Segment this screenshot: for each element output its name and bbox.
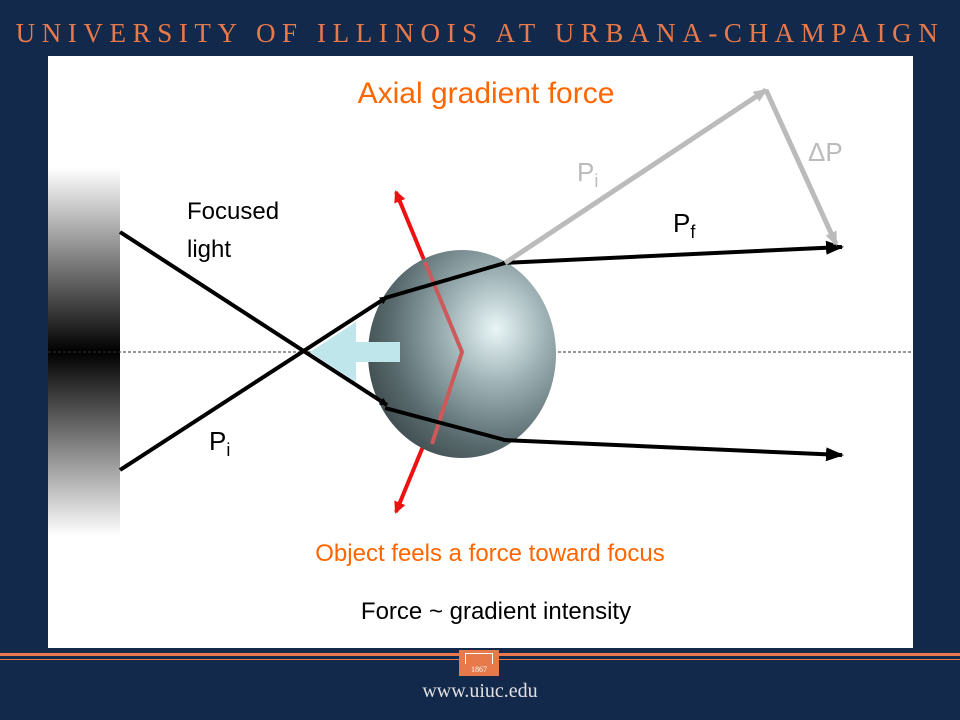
university-seal-icon: 1867 <box>459 650 499 676</box>
beam-refracted-lower <box>384 406 506 442</box>
label-pf-sub: f <box>690 222 696 242</box>
net-force-arrow <box>310 322 400 382</box>
beam-incoming-upper <box>118 230 389 407</box>
university-header: UNIVERSITY OF ILLINOIS AT URBANA-CHAMPAI… <box>15 18 945 48</box>
beam-incoming-lower <box>118 295 389 472</box>
label-pf-main: P <box>673 208 690 238</box>
label-pi-bottom: Pi <box>209 426 230 460</box>
label-pi-bottom-main: P <box>209 426 226 456</box>
label-pf: Pf <box>673 208 696 242</box>
label-pi-top-sub: i <box>594 171 598 191</box>
seal-frame <box>465 653 493 664</box>
momentum-delta-vector <box>763 88 839 246</box>
beam-refracted-upper <box>384 261 506 300</box>
label-delta-p: ΔP <box>808 137 843 167</box>
label-focused-line1: Focused <box>187 198 279 225</box>
beam-outgoing-upper <box>502 240 844 265</box>
label-focused-line2: light <box>187 236 231 263</box>
label-pi-top-main: P <box>577 157 594 187</box>
force-lines-inside <box>423 261 465 445</box>
seal-year: 1867 <box>471 665 487 674</box>
label-focused-light: Focused light <box>187 198 286 263</box>
footer-url: www.uiuc.edu <box>422 680 538 702</box>
slide-title: Axial gradient force <box>358 77 615 110</box>
beam-outgoing-lower <box>502 438 844 462</box>
label-pi-top: Pi <box>577 157 598 191</box>
momentum-pi-vector <box>503 87 768 266</box>
caption-force-toward-focus: Object feels a force toward focus <box>315 540 665 567</box>
label-pi-bottom-sub: i <box>226 440 230 460</box>
caption-gradient-intensity: Force ~ gradient intensity <box>361 598 631 625</box>
